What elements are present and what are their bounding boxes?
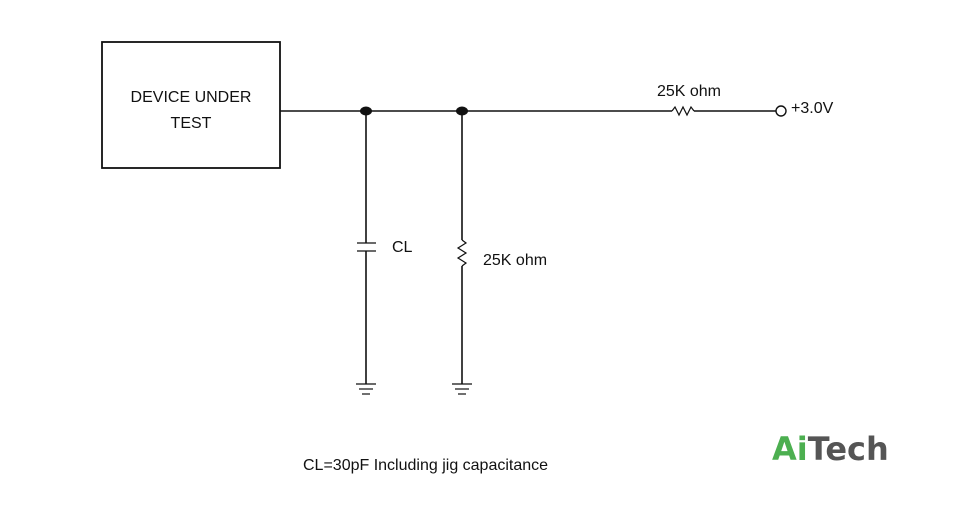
device-label-line2: TEST	[171, 115, 212, 132]
capacitor-label: CL	[392, 239, 413, 256]
supply-terminal: +3.0V	[775, 100, 834, 117]
aitech-logo: AiTech	[772, 430, 889, 468]
capacitance-note: CL=30pF Including jig capacitance	[303, 457, 548, 474]
ground-symbol-resistor	[452, 383, 472, 395]
shunt-resistor-label: 25K ohm	[483, 252, 547, 269]
ground-symbol-capacitor	[356, 383, 376, 395]
device-label-line1: DEVICE UNDER	[131, 89, 252, 106]
supply-voltage-label: +3.0V	[791, 100, 834, 117]
logo-part-ai: Ai	[772, 430, 808, 468]
logo-part-tech: Tech	[808, 430, 889, 468]
load-capacitor: CL	[357, 111, 413, 384]
shunt-resistor: 25K ohm	[456, 111, 547, 384]
series-resistor-label: 25K ohm	[657, 83, 721, 100]
series-resistor: 25K ohm	[657, 83, 776, 117]
device-under-test-box: DEVICE UNDER TEST	[101, 41, 281, 169]
